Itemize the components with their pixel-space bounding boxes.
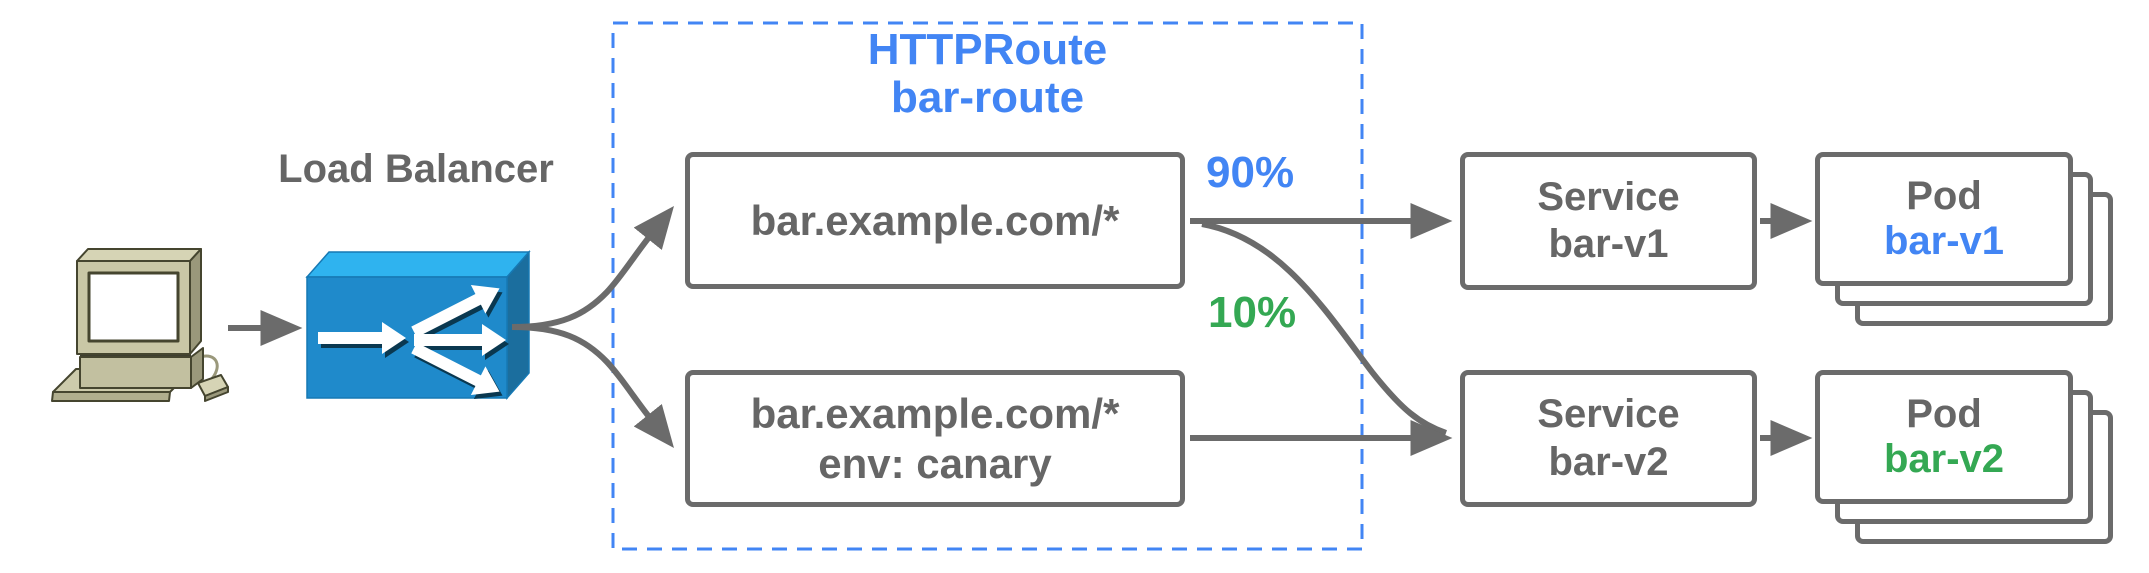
rule1-host-label: bar.example.com/*	[750, 196, 1120, 244]
load-balancer-label: Load Balancer	[278, 147, 554, 191]
pod-bar-v1-box: Pod bar-v1	[1815, 152, 2073, 286]
rule2-host-label: bar.example.com/*	[750, 389, 1120, 437]
service2-kind-label: Service	[1537, 392, 1680, 437]
rule2-header-label: env: canary	[818, 439, 1052, 487]
service-bar-v1-box: Service bar-v1	[1460, 152, 1757, 290]
pod-stack-bar-v1: Pod bar-v1	[1815, 152, 2113, 326]
weight-10-label: 10%	[1208, 288, 1297, 337]
weight-10-split-curve	[1201, 221, 1447, 436]
pod2-kind-label: Pod	[1906, 392, 1982, 436]
httproute-kind-label: HTTPRoute	[867, 25, 1108, 74]
desktop-computer-icon	[51, 248, 229, 402]
lb-to-rule1-arrow	[511, 206, 674, 330]
rule2-match-box: bar.example.com/* env: canary	[685, 370, 1185, 507]
pod1-name-label: bar-v1	[1883, 219, 2005, 263]
pod2-name-label: bar-v2	[1883, 437, 2005, 481]
service-bar-v2-box: Service bar-v2	[1460, 370, 1757, 507]
service1-name-label: bar-v1	[1548, 222, 1669, 266]
weight-90-label: 90%	[1206, 148, 1295, 197]
pod-bar-v2-box: Pod bar-v2	[1815, 370, 2073, 504]
load-balancer-3d-arrows-icon	[305, 250, 531, 400]
pod-stack-bar-v2: Pod bar-v2	[1815, 370, 2113, 544]
pod1-kind-label: Pod	[1906, 174, 1982, 218]
httproute-title: HTTPRoute bar-route	[613, 26, 1362, 122]
rule1-match-box: bar.example.com/*	[685, 152, 1185, 289]
service1-kind-label: Service	[1537, 174, 1680, 219]
lb-to-rule2-arrow	[511, 324, 674, 448]
httproute-name-label: bar-route	[890, 73, 1085, 122]
service2-name-label: bar-v2	[1548, 439, 1669, 484]
lb-arrow-glyphs	[318, 285, 506, 395]
